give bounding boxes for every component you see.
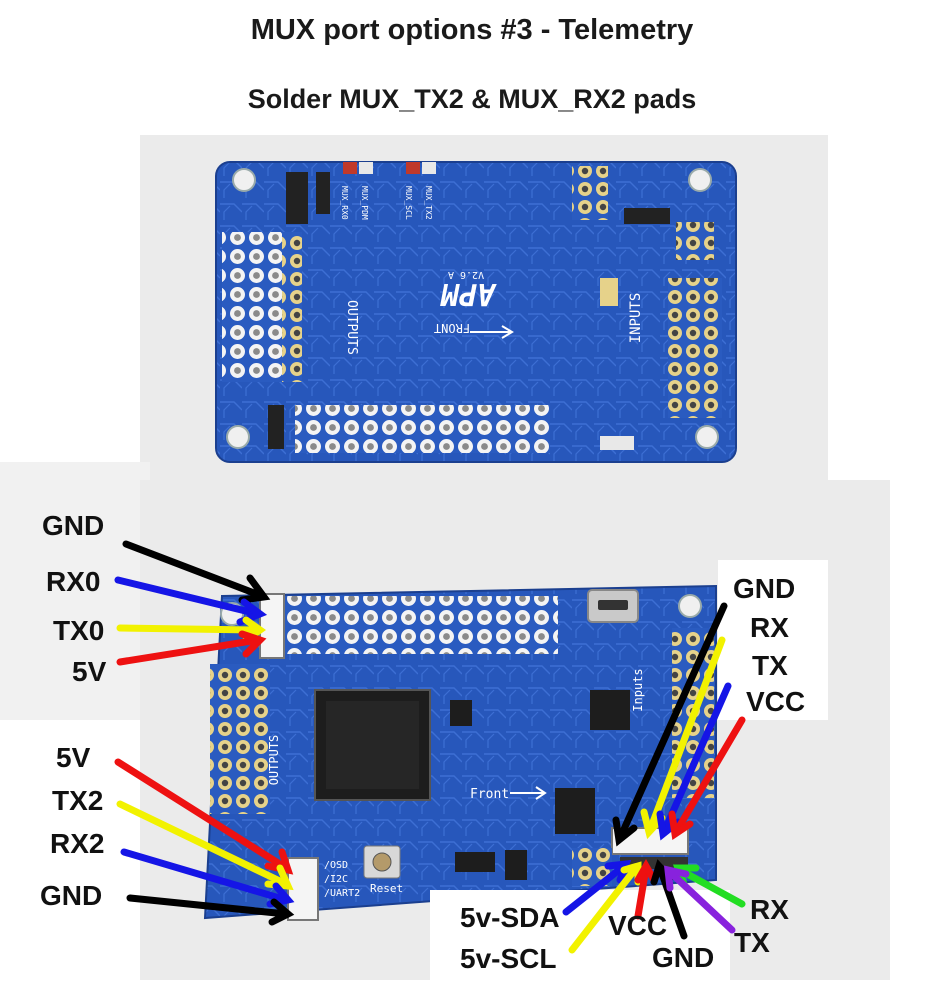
- label-right-rx: RX: [750, 612, 789, 643]
- arrow-tx: [663, 865, 736, 934]
- top-outputs-label: OUTPUTS: [344, 300, 359, 355]
- top-logo: APM: [440, 276, 497, 311]
- top-board: APM OUTPUTS INPUTS FRONT V2.6 A MUX_RX0 …: [215, 161, 737, 463]
- bottom-board: Front OUTPUTS Inputs Reset /OSD /I2C /UA…: [203, 584, 717, 921]
- label-top-tx0: TX0: [53, 615, 105, 646]
- label-vcc: VCC: [608, 910, 668, 941]
- top-version-label: V2.6 A: [448, 269, 484, 280]
- label-gnd: GND: [652, 942, 715, 973]
- pad-label-mux-rx0: MUX_RX0: [340, 186, 349, 220]
- reset-label: Reset: [370, 882, 403, 895]
- label-tx: TX: [734, 927, 770, 958]
- label-right-vcc: VCC: [746, 686, 806, 717]
- arrow-vcc: [634, 858, 658, 920]
- arrow-top-5v: [116, 630, 267, 666]
- arrow-bottom-gnd: [126, 894, 295, 926]
- label-top-5v: 5V: [72, 656, 107, 687]
- bottom-inputs-label: Inputs: [631, 668, 645, 711]
- top-inputs-label: INPUTS: [628, 293, 644, 344]
- arrow-sda: [562, 859, 632, 916]
- pad-label-mux-tx2: MUX_TX2: [424, 186, 433, 220]
- bottom-photo-left: [0, 462, 150, 720]
- pad-label-mux-scl: MUX_SCL: [404, 186, 413, 220]
- arrow-bottom-5v: [114, 758, 294, 875]
- arrow-right-gnd: [612, 602, 728, 847]
- arrow-right-rx: [640, 636, 726, 840]
- port-label-osd: /OSD: [324, 860, 348, 871]
- right-label-panel: [718, 560, 828, 720]
- bottom-front-label: Front: [470, 787, 509, 802]
- pad-label-mux-pdm: MUX_PDM: [360, 186, 369, 220]
- port-label-i2c: /I2C: [324, 874, 348, 885]
- label-top-rx0: RX0: [46, 566, 101, 597]
- label-bottom-rx2: RX2: [50, 828, 105, 859]
- wire-arrows: [114, 540, 746, 954]
- top-front-label: FRONT: [434, 321, 470, 335]
- label-right-tx: TX: [752, 650, 788, 681]
- page-subtitle: Solder MUX_TX2 & MUX_RX2 pads: [247, 84, 697, 114]
- port-label-uart2: /UART2: [324, 888, 360, 899]
- label-bottom-tx2: TX2: [52, 785, 104, 816]
- label-bottom-5v: 5V: [56, 742, 91, 773]
- label-top-gnd: GND: [42, 510, 105, 541]
- bottom-outputs-label: OUTPUTS: [267, 735, 281, 786]
- arrow-right-vcc: [668, 716, 746, 840]
- arrow-top-gnd: [122, 540, 271, 604]
- label-bottom-gnd: GND: [40, 880, 103, 911]
- label-right-gnd: GND: [733, 573, 796, 604]
- page-title: MUX port options #3 - Telemetry: [250, 14, 694, 46]
- label-5v-sda: 5v-SDA: [460, 902, 560, 933]
- label-5v-scl: 5v-SCL: [460, 943, 557, 974]
- label-rx: RX: [750, 894, 789, 925]
